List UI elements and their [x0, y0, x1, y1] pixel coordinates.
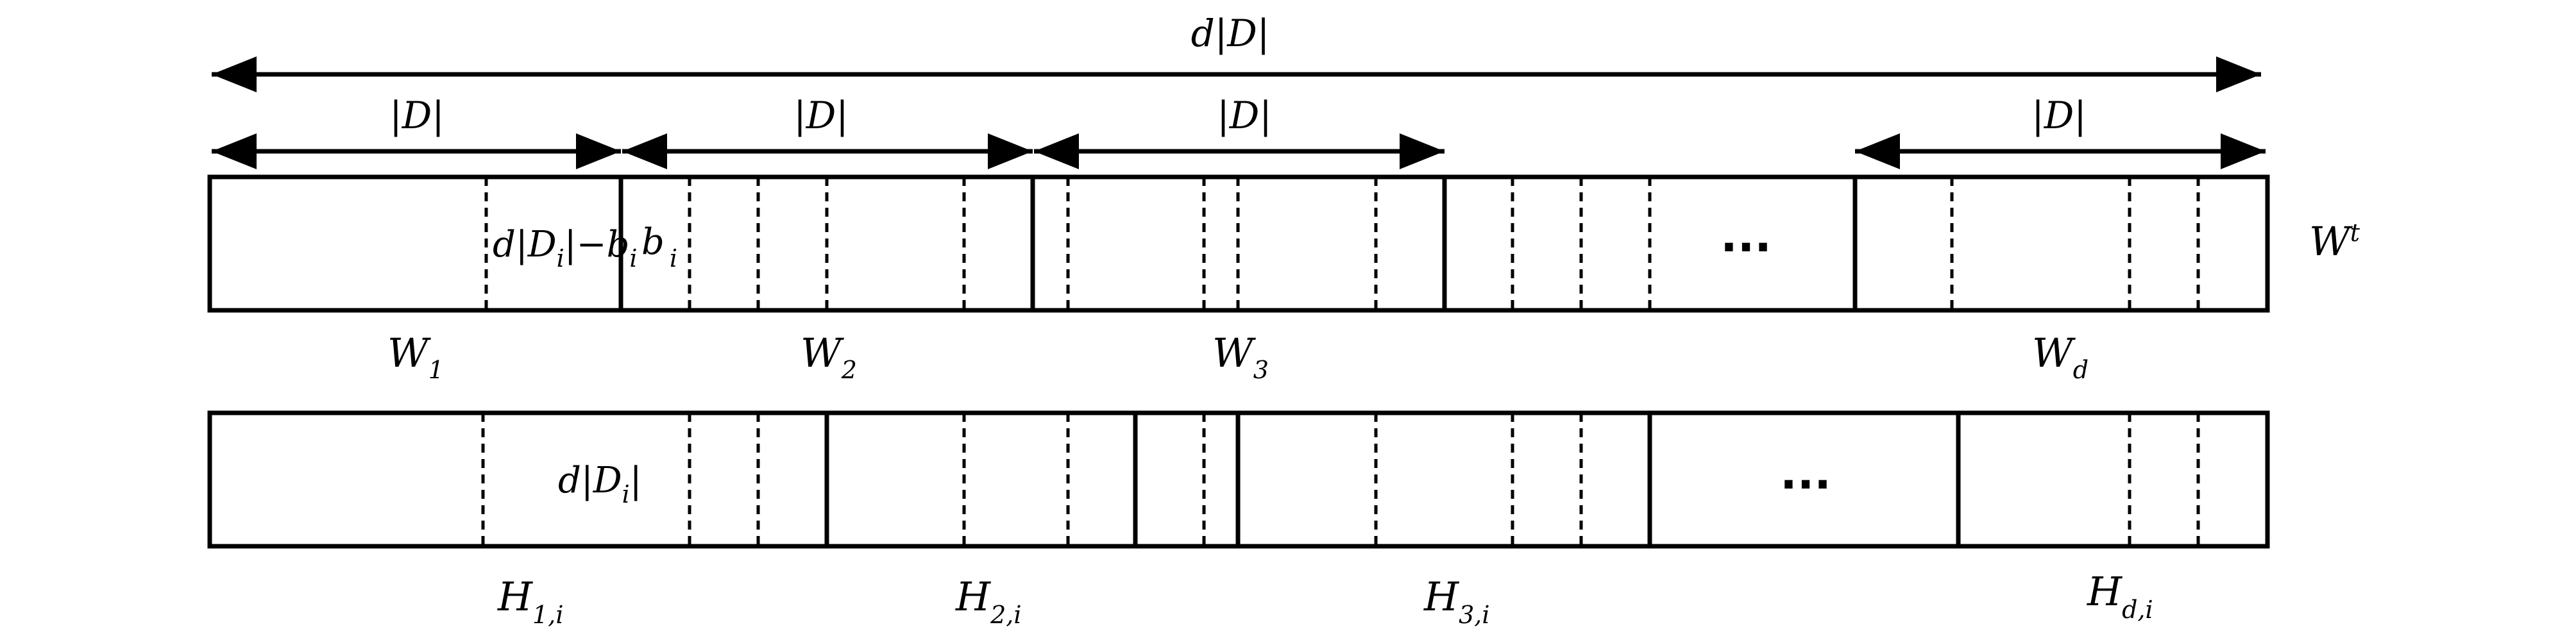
top-row-cell-label-left: d|Di|−bi [493, 224, 638, 272]
bottom-block-label-2: H2,i [955, 573, 1022, 629]
top-block-label-2: W2 [801, 330, 857, 384]
bottom-block-label-1: H1,i [497, 573, 564, 629]
top-row-block-dividers [618, 177, 1858, 310]
segment-span-label-2: |D| [793, 94, 849, 137]
top-block-label-1: W1 [387, 330, 444, 384]
span-arrows [212, 56, 2266, 169]
bottom-row-cell-dividers [481, 413, 2200, 546]
bottom-block-label-4: Hd,i [2087, 568, 2153, 624]
segment-span-label-3: |D| [1217, 94, 1272, 137]
segment-span-label-4: |D| [2031, 94, 2087, 137]
top-row-ellipsis: ... [1720, 210, 1772, 262]
total-span-label: d|D| [1191, 12, 1270, 55]
bottom-row [207, 410, 2270, 549]
bottom-row-cell-label: d|Di| [558, 460, 642, 508]
segment-span-label-1: |D| [389, 94, 445, 137]
top-block-label-4: Wd [2032, 330, 2089, 384]
bottom-block-label-3: H3,i [1423, 573, 1490, 629]
top-row-side-label: Wt [2309, 218, 2360, 265]
bottom-row-ellipsis: ... [1780, 447, 1831, 499]
bottom-row-block-dividers [824, 413, 1961, 546]
top-block-label-3: W3 [1212, 330, 1269, 384]
top-row [207, 174, 2270, 313]
top-row-cell-dividers [484, 177, 2200, 310]
